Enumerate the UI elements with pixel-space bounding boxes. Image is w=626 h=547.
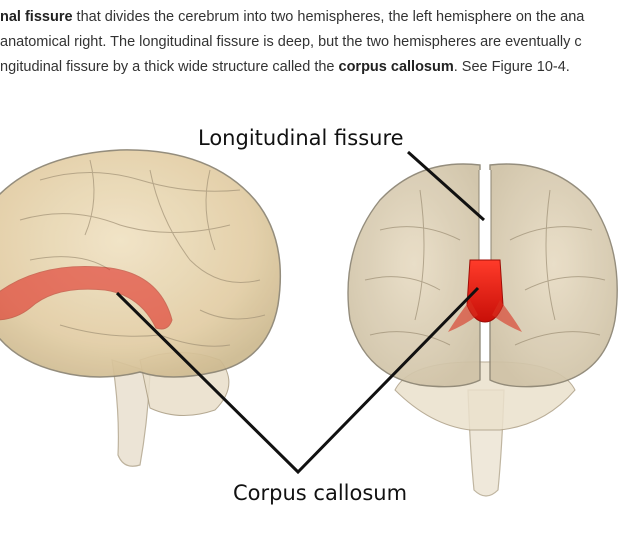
label-corpus-callosum: Corpus callosum xyxy=(233,481,408,505)
text-line-1: nal fissure that divides the cerebrum in… xyxy=(0,5,626,30)
side-view-brain xyxy=(0,149,282,467)
callosum-leader-lines xyxy=(115,286,480,475)
body-text: nal fissure that divides the cerebrum in… xyxy=(0,0,626,80)
fissure-leader-line xyxy=(406,150,486,222)
leader-lines xyxy=(115,150,486,475)
corpus-callosum-side xyxy=(0,266,173,330)
bold-term-corpus-callosum: corpus callosum xyxy=(338,59,454,75)
label-longitudinal-fissure: Longitudinal fissure xyxy=(198,126,404,150)
longitudinal-fissure-gap xyxy=(478,170,492,261)
brain-figure: Longitudinal fissure Corpus callosum xyxy=(0,110,626,542)
left-hemisphere-front xyxy=(347,163,481,388)
text-line-2: anatomical right. The longitudinal fissu… xyxy=(0,30,626,55)
brain-illustration xyxy=(0,149,618,497)
text-span: that divides the cerebrum into two hemis… xyxy=(72,9,585,25)
cerebrum-side xyxy=(0,149,282,378)
right-hemisphere-front xyxy=(489,163,618,388)
text-span: anatomical right. The longitudinal fissu… xyxy=(0,34,582,50)
corpus-callosum-wings xyxy=(448,300,522,332)
bold-term-fissure: nal fissure xyxy=(0,9,73,25)
front-view-brain xyxy=(347,163,618,497)
text-span: ngitudinal fissure by a thick wide struc… xyxy=(0,59,339,75)
text-line-3: ngitudinal fissure by a thick wide struc… xyxy=(0,55,626,80)
brainstem-side xyxy=(111,359,151,467)
text-span: . See Figure 10-4. xyxy=(453,59,570,75)
